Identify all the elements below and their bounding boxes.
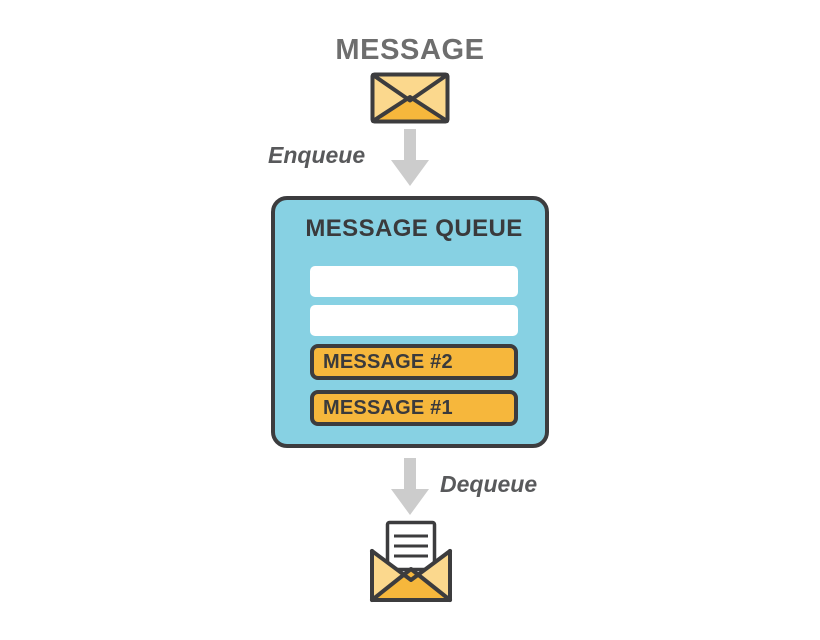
queue-slot-empty (310, 266, 518, 297)
queue-slot-message[interactable]: MESSAGE #1 (310, 390, 518, 426)
queue-slot-empty (310, 305, 518, 336)
queue-slot-list: MESSAGE #2 MESSAGE #1 (310, 266, 518, 436)
arrow-down-svg (391, 458, 429, 515)
dequeue-label: Dequeue (440, 471, 538, 497)
open-envelope-svg (370, 520, 452, 602)
message-queue-box: MESSAGE QUEUE MESSAGE #2 MESSAGE #1 (271, 196, 549, 448)
closed-envelope-icon (370, 72, 450, 124)
page-title: MESSAGE (335, 34, 485, 66)
queue-slot-message[interactable]: MESSAGE #2 (310, 344, 518, 380)
queue-title: MESSAGE QUEUE (305, 215, 523, 242)
queue-slot-label: MESSAGE #2 (323, 351, 453, 373)
closed-envelope-svg (370, 72, 450, 124)
arrow-down-svg (391, 129, 429, 186)
enqueue-label: Enqueue (268, 142, 366, 168)
arrow-down-icon-enqueue (390, 129, 430, 187)
queue-slot-label: MESSAGE #1 (323, 397, 453, 419)
arrow-down-icon-dequeue (390, 458, 430, 516)
open-envelope-with-letter-icon (368, 520, 454, 604)
